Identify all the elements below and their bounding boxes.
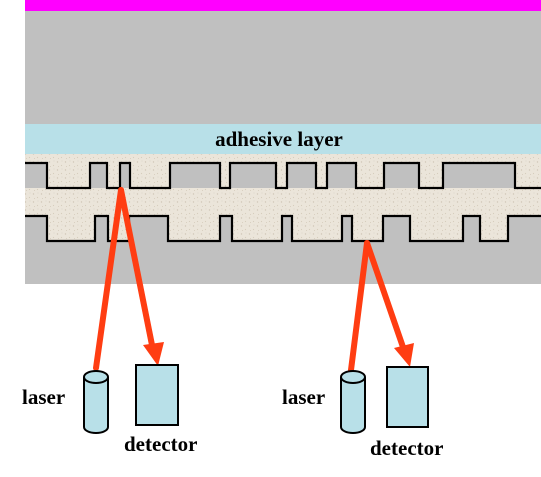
adhesive-layer-label: adhesive layer [215, 127, 343, 151]
beam-arrowhead-right [394, 343, 414, 367]
laser-label-left: laser [22, 385, 65, 409]
laser-beam-incident-left [93, 187, 124, 371]
laser-beam-reflected-right [364, 240, 407, 353]
laser-left [83, 370, 109, 434]
laser-label-right: laser [282, 385, 325, 409]
laser-right [340, 370, 366, 434]
laser-beam-incident-right [348, 240, 370, 373]
beam-arrowhead-left [143, 342, 164, 366]
upper-pit-track [25, 161, 541, 190]
lower-data-layer [25, 163, 541, 241]
adhesive-layer [25, 124, 541, 154]
lower-pit-track [25, 214, 541, 243]
top-coating-layer [25, 0, 541, 11]
detector-label-right: detector [370, 436, 443, 460]
detector-label-left: detector [124, 432, 197, 456]
detector-right [386, 366, 429, 428]
detector-left [135, 364, 179, 426]
laser-beam-reflected-left [118, 187, 156, 353]
